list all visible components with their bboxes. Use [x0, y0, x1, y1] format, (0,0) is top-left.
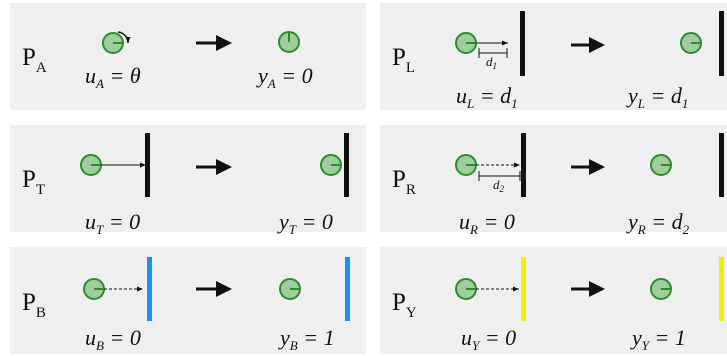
input-ball — [455, 278, 477, 300]
wall-blue — [147, 257, 152, 321]
panel-label: PY — [392, 289, 417, 321]
panel-p-y: PY uY = 0 yY = 1 — [380, 247, 727, 354]
output-equation: yR = d2 — [626, 209, 690, 237]
input-equation: uR = 0 — [459, 209, 515, 237]
output-equation: yB = 1 — [278, 325, 335, 353]
input-ball — [83, 278, 105, 300]
input-equation: uL = d1 — [456, 83, 518, 111]
wall — [145, 133, 150, 197]
output-equation: yT = 0 — [277, 209, 333, 237]
wall — [719, 11, 724, 76]
panel-label: PT — [22, 166, 45, 198]
wall — [719, 133, 724, 197]
output-ball — [320, 154, 342, 176]
input-equation: uT = 0 — [85, 209, 140, 237]
output-equation: yY = 1 — [630, 325, 686, 353]
input-ball — [455, 32, 477, 54]
panel-p-a: PA uA = θ yA = 0 — [10, 3, 366, 110]
output-equation: yA = 0 — [256, 63, 313, 91]
input-equation: uY = 0 — [461, 325, 516, 353]
wall — [344, 133, 349, 197]
input-ball — [102, 32, 124, 54]
wall-blue — [345, 257, 350, 321]
panel-p-t: PT uT = 0 yT = 0 — [10, 125, 366, 237]
input-ball — [80, 154, 102, 176]
input-equation: uB = 0 — [85, 325, 141, 353]
output-ball — [650, 278, 672, 300]
rotation-arrow-icon — [117, 31, 131, 44]
panel-label: PR — [392, 166, 416, 198]
output-equation: yL = d1 — [626, 83, 688, 111]
output-ball — [680, 32, 702, 54]
panel-label: PA — [22, 44, 47, 76]
input-equation: uA = θ — [85, 63, 141, 91]
output-ball — [650, 154, 672, 176]
transition-arrow-icon — [571, 281, 605, 297]
transition-arrow-icon — [196, 281, 232, 297]
output-ball — [279, 278, 301, 300]
distance-label: d1 — [486, 54, 497, 71]
transition-arrow-icon — [571, 159, 605, 175]
wall-yellow — [719, 257, 724, 321]
panel-p-r: PR d2 uR = 0 yR = d2 — [380, 125, 727, 237]
wall — [521, 133, 526, 197]
wall — [520, 11, 525, 76]
distance-label: d2 — [493, 177, 505, 194]
transition-arrow-icon — [196, 35, 232, 51]
input-ball — [455, 154, 477, 176]
output-ball — [278, 31, 300, 53]
panel-p-b: PB uB = 0 yB = 1 — [10, 247, 366, 354]
panel-p-l: PL d1 uL = d1 yL = d1 — [380, 3, 727, 111]
transition-arrow-icon — [196, 159, 232, 175]
panel-label: PB — [22, 289, 46, 321]
transition-arrow-icon — [571, 37, 605, 53]
wall-yellow — [521, 257, 526, 321]
panel-label: PL — [392, 44, 415, 76]
